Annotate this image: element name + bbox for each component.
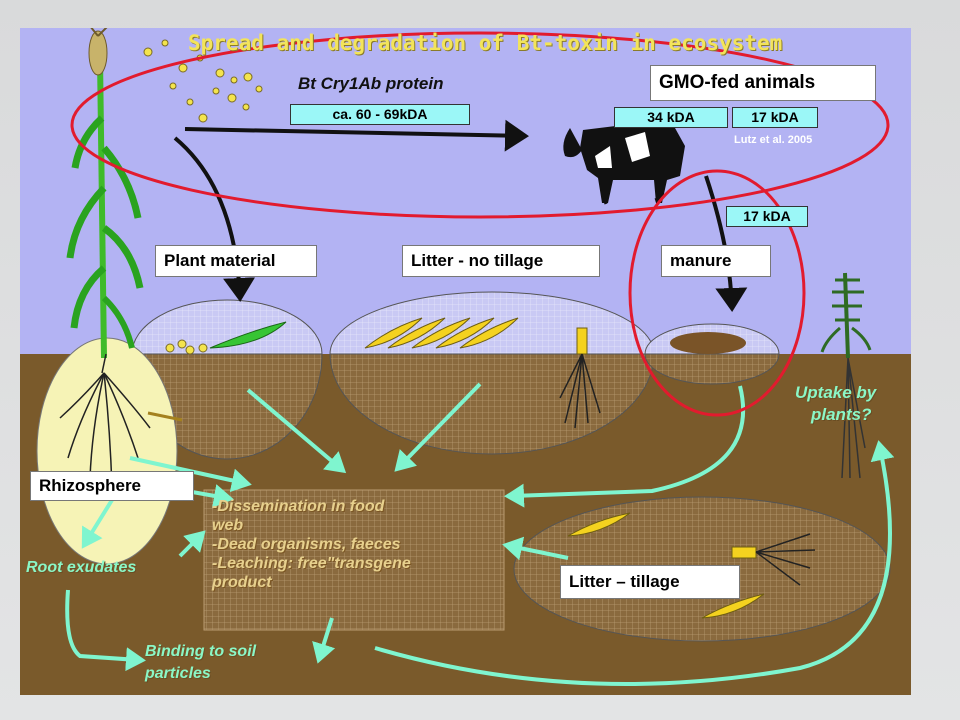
rhizosphere-label: Rhizosphere [30, 471, 194, 501]
binding-label-line2: particles [145, 665, 211, 682]
stubble-icon [559, 327, 601, 429]
food-web-line-3: -Dead organisms, faeces [212, 536, 401, 553]
root-exudates-label: Root exudates [26, 559, 137, 576]
rhizosphere-ellipse [36, 337, 178, 565]
plant-seeds [165, 339, 208, 355]
kda-34-label: 34 kDA [614, 107, 728, 128]
food-web-line-5: product [212, 574, 272, 591]
tillage-roots-icon [755, 533, 816, 586]
citation: Lutz et al. 2005 [734, 134, 813, 146]
plant-material-label: Plant material [155, 245, 317, 277]
small-plant-icon [820, 272, 872, 479]
uptake-label-line1: Uptake by [795, 383, 877, 402]
pollen-dots [143, 39, 263, 123]
diagram-title: Spread and degradation of Bt-toxin in ec… [188, 31, 783, 55]
manure-ellipse [644, 323, 780, 385]
food-web-box [203, 489, 505, 631]
litter-tillage-label: Litter – tillage [560, 565, 740, 599]
corn-plant-icon [66, 28, 144, 359]
litter-leaves-icon [364, 317, 519, 349]
manure-label: manure [661, 245, 771, 277]
food-web-line-4: -Leaching: free"transgene [212, 555, 411, 572]
diagram-slide: Spread and degradation of Bt-toxin in ec… [20, 28, 911, 695]
diagram-canvas [20, 28, 911, 695]
red-ellipse-manure [628, 169, 806, 417]
protein-label: Bt Cry1Ab protein [298, 74, 444, 93]
kda-range-label: ca. 60 - 69kDA [290, 104, 470, 125]
food-web-line-2: web [212, 517, 244, 534]
plant-material-ellipse [131, 299, 323, 460]
food-web-line-1: -Dissemination in food [212, 498, 385, 515]
kda-17-label-top: 17 kDA [732, 107, 818, 128]
litter-no-tillage-label: Litter - no tillage [402, 245, 600, 277]
binding-label-line1: Binding to soil [145, 643, 257, 660]
red-ellipse-top [70, 31, 890, 219]
cow-icon [563, 123, 685, 205]
plant-leaf-icon [209, 321, 287, 349]
gmo-label: GMO-fed animals [650, 65, 876, 101]
green-arrows [65, 382, 895, 686]
uptake-label-line2: plants? [811, 405, 872, 424]
kda-17-label-bottom: 17 kDA [726, 206, 808, 227]
